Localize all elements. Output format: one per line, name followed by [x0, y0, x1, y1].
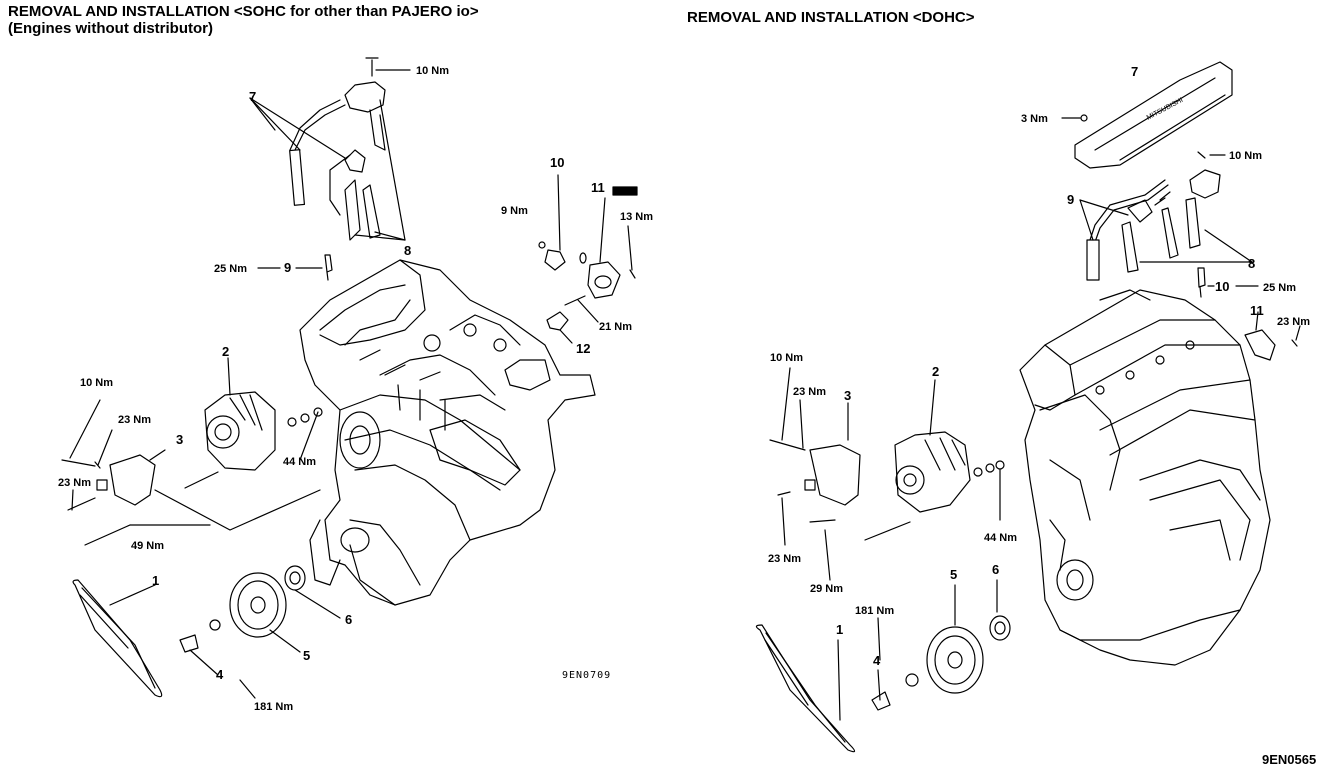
dohc-torque-bracket-nut-a: 23 Nm [793, 386, 826, 398]
dohc-torque-spark-plug: 25 Nm [1263, 282, 1296, 294]
sohc-torque-housing-bolt: 13 Nm [620, 211, 653, 223]
dohc-torque-pulley-bolt: 181 Nm [855, 605, 894, 617]
sohc-torque-bracket-nut-a: 23 Nm [118, 414, 151, 426]
dohc-torque-bracket-11: 23 Nm [1277, 316, 1310, 328]
sohc-torque-coil-bolt: 10 Nm [416, 65, 449, 77]
sohc-label-4: 4 [216, 667, 224, 682]
sohc-label-12: 12 [576, 341, 590, 356]
sohc-label-9: 9 [284, 260, 291, 275]
dohc-label-5: 5 [950, 567, 957, 582]
sohc-label-10: 10 [550, 155, 564, 170]
dohc-label-7: 7 [1131, 64, 1138, 79]
sohc-torque-pulley-bolt: 181 Nm [254, 701, 293, 713]
sohc-label-3: 3 [176, 432, 183, 447]
sohc-label-5: 5 [303, 648, 310, 663]
sohc-spark-plug [257, 254, 333, 281]
dohc-label-9: 9 [1067, 192, 1074, 207]
dohc-torque-coil-bolt: 10 Nm [1229, 150, 1262, 162]
dohc-label-2: 2 [932, 364, 939, 379]
figure-code-right: 9EN0565 [1262, 752, 1317, 767]
sohc-label-11: 11 [591, 180, 605, 195]
sohc-alternator-group [61, 357, 323, 546]
sohc-torque-alternator-nut: 44 Nm [283, 456, 316, 468]
sohc-torque-bracket-nut-b: 23 Nm [58, 477, 91, 489]
dohc-alternator-group [769, 367, 1005, 581]
sohc-torque-spark-plug: 25 Nm [214, 263, 247, 275]
figure-code-left: 9EN0709 [562, 670, 612, 681]
sohc-torque-alternator-bolt: 49 Nm [131, 540, 164, 552]
dohc-label-10: 10 [1215, 279, 1229, 294]
sohc-label-7: 7 [249, 89, 256, 104]
sohc-torque-thermostat-bolt: 21 Nm [599, 321, 632, 333]
dohc-label-4: 4 [873, 653, 881, 668]
dohc-rocker-cover: MITSUBISHI [1061, 61, 1233, 169]
sohc-cam-sensor [538, 174, 638, 344]
sohc-label-6: 6 [345, 612, 352, 627]
dohc-torque-bracket-bolt: 10 Nm [770, 352, 803, 364]
dohc-coils-and-leads [1079, 151, 1253, 281]
sohc-ignition-coils-and-leads [249, 57, 406, 241]
dohc-torque-cover-bolt: 3 Nm [1021, 113, 1048, 125]
title-sohc: REMOVAL AND INSTALLATION <SOHC for other… [8, 3, 479, 37]
sohc-label-1: 1 [152, 573, 159, 588]
dohc-spark-plug-and-bracket [1197, 267, 1301, 361]
sohc-label-8: 8 [404, 243, 411, 258]
dohc-torque-bracket-nut-b: 23 Nm [768, 553, 801, 565]
dohc-label-8: 8 [1248, 256, 1255, 271]
dohc-label-11: 11 [1250, 303, 1264, 318]
sohc-label-2: 2 [222, 344, 229, 359]
dohc-torque-alternator-bolt: 29 Nm [810, 583, 843, 595]
dohc-engine-block [1019, 289, 1271, 666]
dohc-label-3: 3 [844, 388, 851, 403]
sohc-torque-bracket-bolt: 10 Nm [80, 377, 113, 389]
title-dohc: REMOVAL AND INSTALLATION <DOHC> [687, 9, 975, 26]
sohc-torque-sensor-bolt: 9 Nm [501, 205, 528, 217]
dohc-label-6: 6 [992, 562, 999, 577]
dohc-label-1: 1 [836, 622, 843, 637]
dohc-belt-and-pulley [755, 579, 1011, 753]
dohc-torque-alternator-nut: 44 Nm [984, 532, 1017, 544]
sohc-belt-and-pulley [72, 565, 341, 699]
sohc-engine-block [299, 259, 596, 606]
